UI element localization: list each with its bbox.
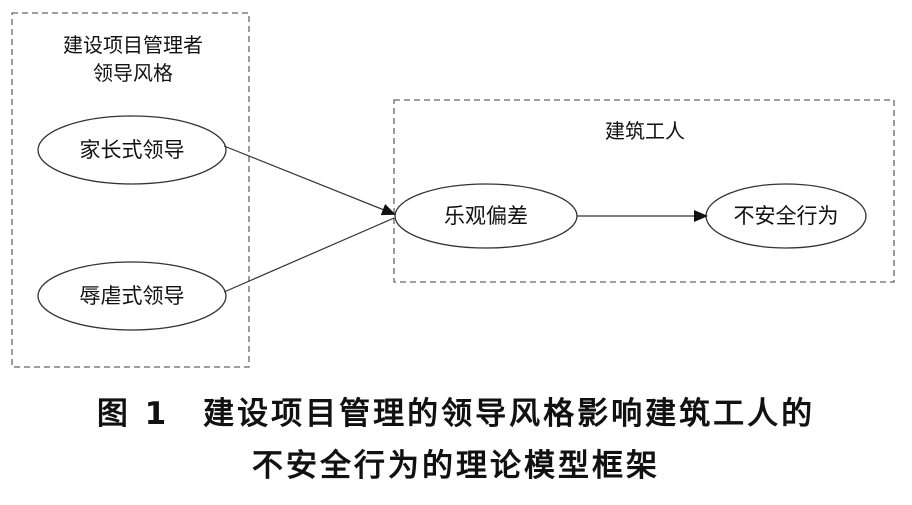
arrow-paternalistic-to-optimism — [223, 145, 396, 216]
leader-style-group-box — [11, 12, 250, 368]
unsafe-behavior-label: 不安全行为 — [734, 204, 839, 228]
leader-group-title-line2: 领导风格 — [93, 61, 173, 85]
abusive-leadership-node — [37, 261, 227, 331]
worker-group-box — [393, 99, 895, 283]
worker-group-title: 建筑工人 — [605, 119, 685, 143]
optimism-bias-label: 乐观偏差 — [444, 204, 528, 228]
arrow-abusive-to-optimism — [223, 217, 395, 293]
abusive-leadership-label: 辱虐式领导 — [80, 284, 185, 308]
paternalistic-leadership-label: 家长式领导 — [80, 138, 185, 162]
figure-caption-line2: 不安全行为的理论模型框架 — [252, 448, 660, 484]
paternalistic-leadership-node — [37, 115, 227, 185]
leader-group-title-line1: 建设项目管理者 — [63, 33, 203, 57]
figure-caption-line1: 图 1 建设项目管理的领导风格影响建筑工人的 — [96, 396, 816, 432]
